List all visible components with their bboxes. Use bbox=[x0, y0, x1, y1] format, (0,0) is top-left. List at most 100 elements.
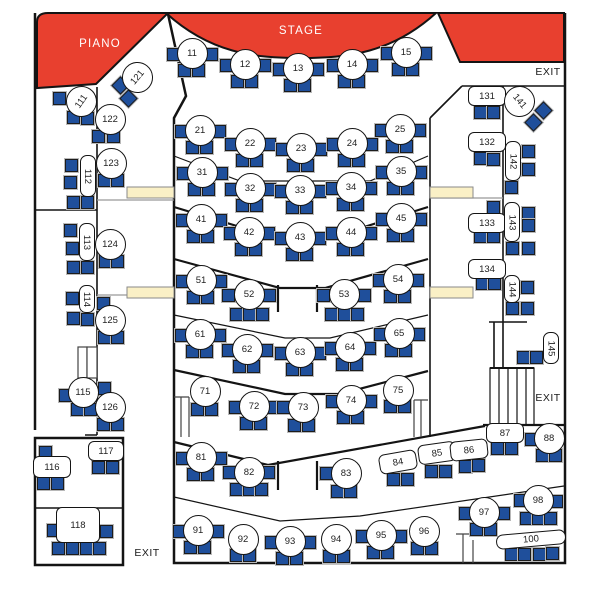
table-117[interactable]: 117 bbox=[88, 441, 124, 461]
seat[interactable] bbox=[229, 307, 243, 321]
table-12[interactable]: 12 bbox=[229, 48, 261, 80]
seat[interactable] bbox=[221, 288, 235, 302]
table-145[interactable]: 145 bbox=[543, 332, 559, 364]
seat[interactable] bbox=[255, 307, 269, 321]
seat[interactable] bbox=[105, 460, 119, 474]
seat[interactable] bbox=[80, 195, 94, 209]
table-43[interactable]: 43 bbox=[284, 221, 316, 253]
table-23[interactable]: 23 bbox=[285, 132, 317, 164]
table-34[interactable]: 34 bbox=[335, 171, 367, 203]
table-81[interactable]: 81 bbox=[185, 441, 217, 473]
table-92[interactable]: 92 bbox=[227, 523, 259, 555]
seat[interactable] bbox=[521, 241, 535, 255]
seat[interactable] bbox=[505, 241, 519, 255]
table-32[interactable]: 32 bbox=[234, 172, 266, 204]
seat[interactable] bbox=[520, 280, 534, 294]
seat[interactable] bbox=[504, 441, 518, 455]
table-97[interactable]: 97 bbox=[468, 496, 500, 528]
table-45[interactable]: 45 bbox=[385, 202, 417, 234]
table-65[interactable]: 65 bbox=[383, 317, 415, 349]
table-31[interactable]: 31 bbox=[186, 156, 218, 188]
seat[interactable] bbox=[504, 180, 518, 194]
table-62[interactable]: 62 bbox=[231, 333, 263, 365]
table-123[interactable]: 123 bbox=[95, 147, 127, 179]
table-86[interactable]: 86 bbox=[449, 438, 489, 462]
seat[interactable] bbox=[458, 459, 472, 473]
seat[interactable] bbox=[473, 105, 487, 119]
seat[interactable] bbox=[400, 472, 414, 486]
seat[interactable] bbox=[424, 464, 438, 478]
table-53[interactable]: 53 bbox=[328, 278, 360, 310]
table-25[interactable]: 25 bbox=[384, 113, 416, 145]
seat[interactable] bbox=[473, 151, 487, 165]
table-75[interactable]: 75 bbox=[382, 374, 414, 406]
table-13[interactable]: 13 bbox=[282, 52, 314, 84]
table-41[interactable]: 41 bbox=[185, 203, 217, 235]
seat[interactable] bbox=[99, 524, 113, 538]
table-33[interactable]: 33 bbox=[284, 174, 316, 206]
table-115[interactable]: 115 bbox=[67, 376, 99, 408]
seat[interactable] bbox=[63, 175, 77, 189]
seat[interactable] bbox=[36, 476, 50, 490]
table-122[interactable]: 122 bbox=[94, 103, 126, 135]
table-113[interactable]: 113 bbox=[79, 223, 95, 261]
seat[interactable] bbox=[521, 162, 535, 176]
table-24[interactable]: 24 bbox=[336, 127, 368, 159]
seat[interactable] bbox=[350, 307, 364, 321]
table-95[interactable]: 95 bbox=[365, 519, 397, 551]
seat[interactable] bbox=[486, 200, 500, 214]
seat[interactable] bbox=[521, 218, 535, 232]
table-124[interactable]: 124 bbox=[94, 228, 126, 260]
table-126[interactable]: 126 bbox=[94, 391, 126, 423]
seat[interactable] bbox=[529, 350, 543, 364]
table-131[interactable]: 131 bbox=[468, 86, 506, 106]
seat[interactable] bbox=[63, 223, 77, 237]
table-35[interactable]: 35 bbox=[385, 155, 417, 187]
seat[interactable] bbox=[516, 350, 530, 364]
table-22[interactable]: 22 bbox=[234, 127, 266, 159]
table-82[interactable]: 82 bbox=[233, 456, 265, 488]
table-112[interactable]: 112 bbox=[80, 155, 96, 197]
seat[interactable] bbox=[92, 541, 106, 555]
seat[interactable] bbox=[91, 129, 105, 143]
seat[interactable] bbox=[486, 105, 500, 119]
seat[interactable] bbox=[438, 464, 452, 478]
seat[interactable] bbox=[316, 288, 330, 302]
table-54[interactable]: 54 bbox=[382, 263, 414, 295]
table-61[interactable]: 61 bbox=[184, 318, 216, 350]
table-21[interactable]: 21 bbox=[184, 114, 216, 146]
seat[interactable] bbox=[486, 152, 500, 166]
seat[interactable] bbox=[505, 301, 519, 315]
seat[interactable] bbox=[520, 301, 534, 315]
seat[interactable] bbox=[65, 241, 79, 255]
seat[interactable] bbox=[65, 291, 79, 305]
seat[interactable] bbox=[66, 311, 80, 325]
seat[interactable] bbox=[64, 158, 78, 172]
table-42[interactable]: 42 bbox=[233, 216, 265, 248]
seat[interactable] bbox=[66, 195, 80, 209]
seat[interactable] bbox=[543, 511, 557, 525]
table-134[interactable]: 134 bbox=[468, 259, 506, 279]
table-132[interactable]: 132 bbox=[468, 132, 506, 152]
seat[interactable] bbox=[51, 541, 65, 555]
seat[interactable] bbox=[65, 541, 79, 555]
table-94[interactable]: 94 bbox=[320, 523, 352, 555]
table-11[interactable]: 11 bbox=[176, 37, 208, 69]
table-133[interactable]: 133 bbox=[468, 213, 506, 233]
seat[interactable] bbox=[254, 482, 268, 496]
table-91[interactable]: 91 bbox=[182, 514, 214, 546]
seat[interactable] bbox=[490, 441, 504, 455]
table-87[interactable]: 87 bbox=[486, 423, 524, 443]
seat[interactable] bbox=[50, 476, 64, 490]
seat[interactable] bbox=[545, 546, 559, 560]
table-116[interactable]: 116 bbox=[33, 456, 71, 478]
seat[interactable] bbox=[532, 547, 546, 561]
seat[interactable] bbox=[386, 472, 400, 486]
seat[interactable] bbox=[66, 260, 80, 274]
table-73[interactable]: 73 bbox=[287, 391, 319, 423]
table-98[interactable]: 98 bbox=[522, 484, 554, 516]
seat[interactable] bbox=[504, 547, 518, 561]
table-93[interactable]: 93 bbox=[274, 525, 306, 557]
table-14[interactable]: 14 bbox=[336, 48, 368, 80]
table-15[interactable]: 15 bbox=[390, 36, 422, 68]
